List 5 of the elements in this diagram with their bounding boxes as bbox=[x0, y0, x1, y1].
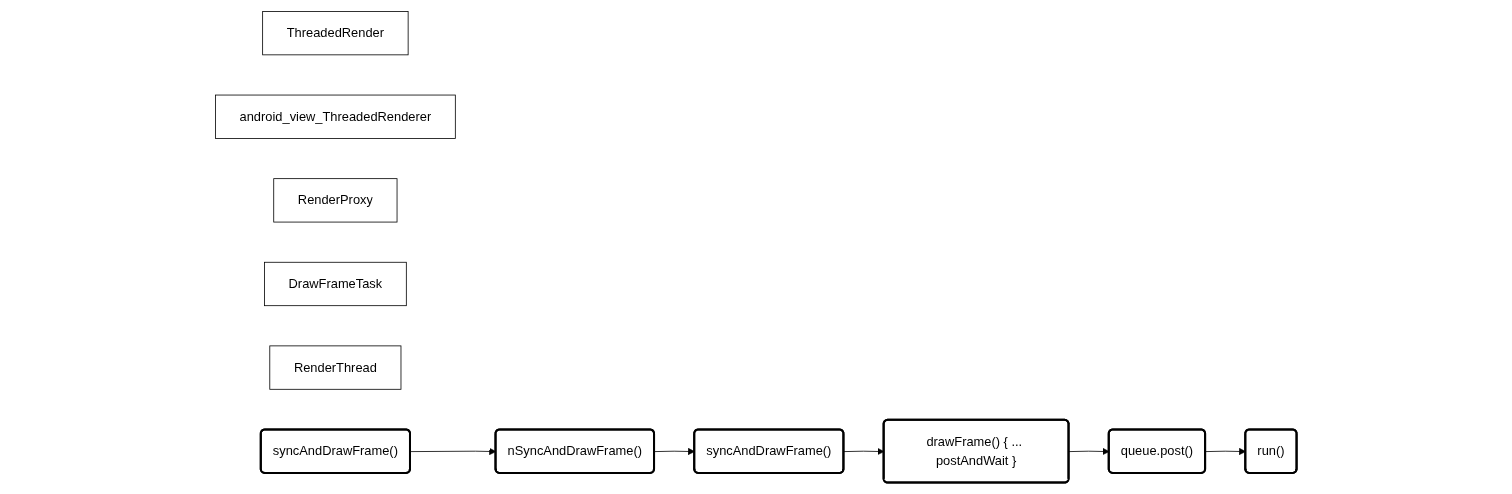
node-box: RenderThread bbox=[269, 345, 402, 390]
node-box: ThreadedRender bbox=[262, 11, 409, 56]
node-box: DrawFrameTask bbox=[264, 261, 407, 307]
node-box: android_view_ThreadedRenderer bbox=[215, 94, 456, 139]
node-box: RenderProxy bbox=[273, 178, 398, 223]
